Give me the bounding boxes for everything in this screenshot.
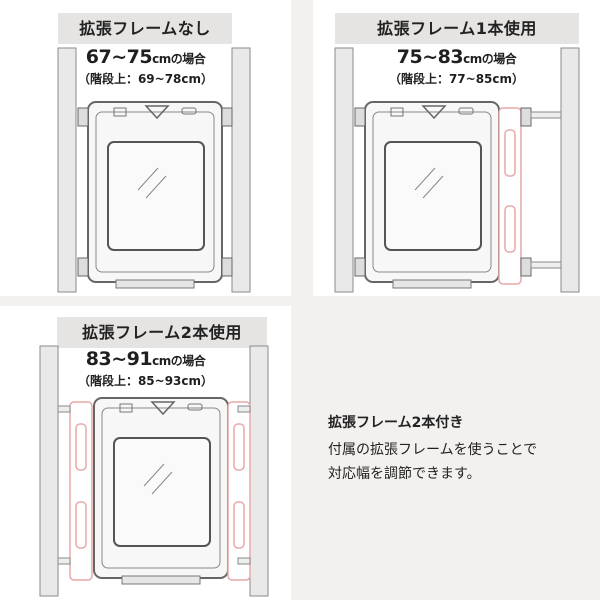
panel-title: 拡張フレーム2本使用: [57, 317, 267, 348]
note-line-2: 対応幅を調節できます。: [328, 466, 481, 482]
panel-no-extension: 拡張フレームなし 67~75cmの場合 （階段上：69~78cm）: [0, 0, 291, 296]
note-heading: 拡張フレーム2本付き: [328, 415, 464, 431]
width-range: 67~75cmの場合: [85, 46, 206, 68]
width-range: 83~91cmの場合: [85, 348, 206, 370]
gate-illustration: [334, 47, 580, 293]
stair-range: （階段上：69~78cm）: [77, 72, 214, 86]
panel-title: 拡張フレームなし: [58, 13, 232, 44]
panel-title: 拡張フレーム1本使用: [335, 13, 579, 44]
width-range: 75~83cmの場合: [396, 46, 517, 68]
stair-range: （階段上：77~85cm）: [388, 72, 525, 86]
gate-illustration: [39, 345, 269, 597]
note-line-1: 付属の拡張フレームを使うことで: [328, 442, 538, 458]
panel-one-extension: 拡張フレーム1本使用 75~83cmの場合 （階段上：77~85cm）: [313, 0, 600, 296]
gate-illustration: [57, 47, 251, 293]
panel-two-extensions: 拡張フレーム2本使用 83~91cmの場合 （階段上：85~93cm）: [0, 306, 291, 600]
extension-note: 拡張フレーム2本付き 付属の拡張フレームを使うことで 対応幅を調節できます。: [328, 412, 588, 486]
stair-range: （階段上：85~93cm）: [77, 374, 214, 388]
